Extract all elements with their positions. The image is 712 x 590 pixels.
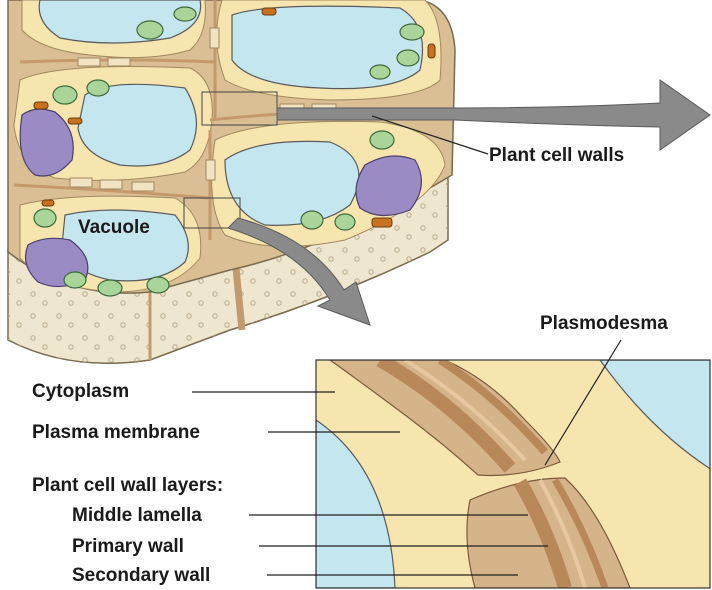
nucleus [356,156,421,216]
label-middle-lamella: Middle lamella [72,506,202,525]
vacuole-shape [78,84,196,166]
label-cytoplasm: Cytoplasm [32,382,129,401]
label-plasmodesma: Plasmodesma [540,314,668,333]
vacuole-shape [232,6,423,89]
label-secondary-wall: Secondary wall [72,566,210,585]
label-wall-layers-heading: Plant cell wall layers: [32,476,223,495]
tissue-block [8,0,455,363]
detail-inset [316,360,712,588]
label-plasma-membrane: Plasma membrane [32,423,200,442]
label-primary-wall: Primary wall [72,537,184,556]
vacuole-shape [225,141,359,225]
label-plant-cell-walls: Plant cell walls [489,146,624,165]
label-vacuole: Vacuole [78,218,150,237]
